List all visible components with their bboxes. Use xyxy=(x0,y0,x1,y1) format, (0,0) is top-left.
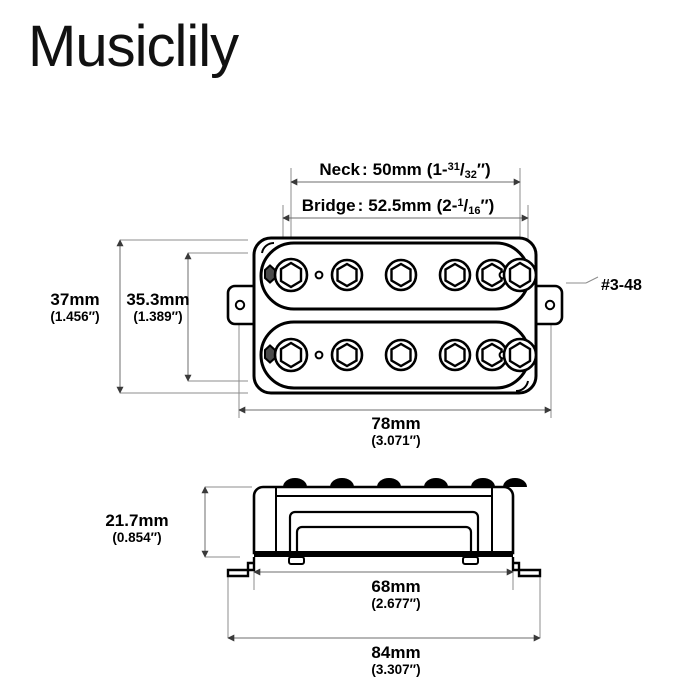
bridge-imperial-whole: 2- xyxy=(442,196,457,215)
side-baseplate xyxy=(254,551,513,557)
neck-label: Neck xyxy=(319,160,360,179)
body-width-imperial: (2.677″) xyxy=(371,596,420,611)
bridge-imperial-denominator: 16 xyxy=(468,205,480,217)
svg-text:Neck:50mm(1-31/32″): Neck:50mm(1-31/32″) xyxy=(319,160,490,181)
pole-piece-lower-1 xyxy=(279,341,303,369)
pole-piece-upper-4 xyxy=(444,262,466,288)
overall-height-imperial: (1.456″) xyxy=(50,309,99,324)
neck-imperial-numerator: 31 xyxy=(448,161,460,173)
bridge-imperial-numerator: 1 xyxy=(457,197,463,209)
neck-imperial-denominator: 32 xyxy=(465,169,477,181)
pole-piece-lower-4 xyxy=(444,342,466,368)
spacer-dot-lower-left xyxy=(314,350,324,360)
label-overall-height: 37mm (1.456″) xyxy=(50,290,99,324)
mounting-leg-left xyxy=(226,557,256,578)
bridge-metric: 52.5mm xyxy=(368,196,431,215)
side-pole-2 xyxy=(330,478,354,487)
svg-text:Bridge:52.5mm(2-1/16″): Bridge:52.5mm(2-1/16″) xyxy=(302,196,495,217)
pole-piece-upper-6 xyxy=(508,261,532,289)
side-bobbin-lower xyxy=(295,525,473,555)
pole-piece-upper-1 xyxy=(279,261,303,289)
overall-width-imperial: (3.071″) xyxy=(371,433,420,448)
overall-height-metric: 37mm xyxy=(50,290,99,309)
screw-spec-label: #3-48 xyxy=(601,277,642,294)
pole-piece-lower-3 xyxy=(390,342,412,368)
side-pole-3 xyxy=(377,478,401,487)
pole-piece-lower-6 xyxy=(508,341,532,369)
pole-piece-upper-5 xyxy=(481,262,503,288)
side-pole-6 xyxy=(503,478,527,487)
label-bridge-spacing: Bridge:52.5mm(2-1/16″) xyxy=(302,196,495,217)
pickup-top-view xyxy=(226,236,564,395)
brand-logo: Musiclily xyxy=(28,14,239,79)
side-pole-5 xyxy=(471,478,495,487)
side-height-metric: 21.7mm xyxy=(105,511,168,530)
overall-width-metric: 78mm xyxy=(371,414,420,433)
side-pole-4 xyxy=(424,478,448,487)
bridge-label: Bridge xyxy=(302,196,356,215)
neck-metric: 50mm xyxy=(373,160,422,179)
pole-piece-upper-3 xyxy=(390,262,412,288)
total-width-metric: 84mm xyxy=(371,643,420,662)
label-total-width: 84mm (3.307″) xyxy=(371,643,420,677)
mounting-leg-right xyxy=(511,557,542,578)
bridge-separator: : xyxy=(358,196,364,215)
bobbin-height-imperial: (1.389″) xyxy=(133,309,182,324)
body-width-metric: 68mm xyxy=(371,577,420,596)
label-body-width: 68mm (2.677″) xyxy=(371,577,420,611)
bobbin-height-metric: 35.3mm xyxy=(126,290,189,309)
neck-imperial-whole: 1- xyxy=(432,160,447,179)
bobbin-screw-upper-left xyxy=(264,264,276,284)
side-pole-1 xyxy=(283,478,307,487)
side-pole-tops xyxy=(283,478,527,487)
label-side-height: 21.7mm (0.854″) xyxy=(105,511,168,545)
dimension-lines xyxy=(116,178,552,642)
pole-piece-lower-5 xyxy=(481,342,503,368)
label-overall-width: 78mm (3.071″) xyxy=(371,414,420,448)
mounting-screw-hole-left xyxy=(234,299,246,311)
neck-separator: : xyxy=(362,160,368,179)
pickup-side-view xyxy=(226,478,542,578)
label-neck-spacing: Neck:50mm(1-31/32″) xyxy=(319,160,490,181)
side-baseplate-tab-right xyxy=(462,556,479,565)
cover-corner-detail-tl xyxy=(261,241,275,254)
label-bobbin-height: 35.3mm (1.389″) xyxy=(126,290,189,324)
bobbin-screw-lower-left xyxy=(264,344,276,364)
spacer-dot-upper-left xyxy=(314,270,324,280)
pole-row-lower xyxy=(264,337,538,373)
mounting-screw-hole-right xyxy=(544,299,556,311)
side-height-imperial: (0.854″) xyxy=(112,530,161,545)
side-baseplate-tab-left xyxy=(288,556,305,565)
total-width-imperial: (3.307″) xyxy=(371,662,420,677)
pole-piece-upper-2 xyxy=(336,262,358,288)
pole-row-upper xyxy=(264,257,538,293)
pole-piece-lower-2 xyxy=(336,342,358,368)
cover-corner-detail-br xyxy=(515,380,529,393)
